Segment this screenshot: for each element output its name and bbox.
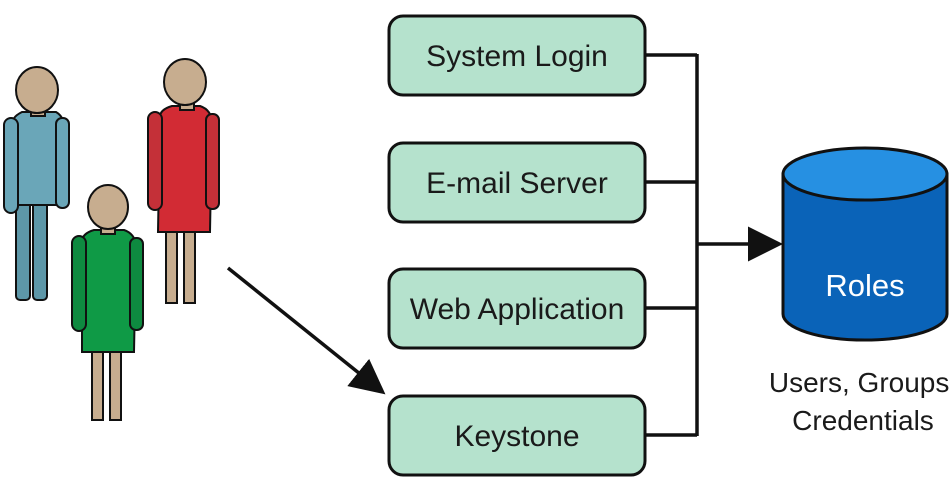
service-box-system-login: System Login — [387, 14, 647, 97]
service-label-keystone: Keystone — [454, 420, 579, 453]
user-blue-icon — [3, 66, 70, 301]
database-icon: Roles — [781, 146, 949, 342]
service-box-web-application: Web Application — [387, 267, 647, 350]
database-caption-line2: Credentials — [792, 405, 934, 436]
connector-lines — [645, 53, 699, 437]
database-caption-line1: Users, Groups, — [769, 367, 951, 398]
database-label: Roles — [825, 268, 904, 303]
service-label-email-server: E-mail Server — [426, 167, 608, 200]
service-box-email-server: E-mail Server — [387, 141, 647, 224]
service-label-web-application: Web Application — [410, 293, 625, 326]
user-green-icon — [71, 184, 144, 421]
user-to-keystone-arrow — [226, 266, 386, 395]
service-label-system-login: System Login — [426, 40, 608, 73]
service-box-keystone: Keystone — [387, 394, 647, 477]
user-red-icon — [147, 58, 220, 304]
